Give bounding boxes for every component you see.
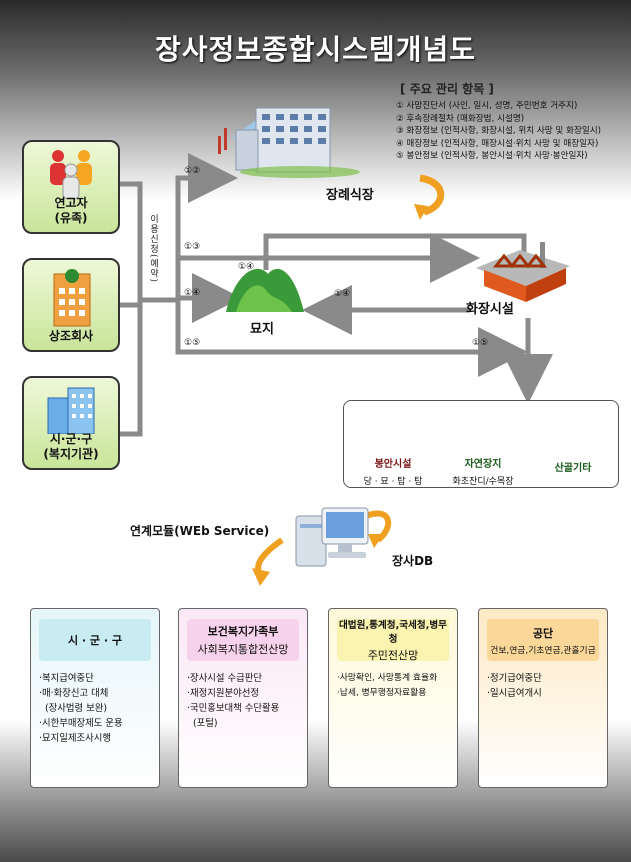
burial-natural-sub: 화초잔디/수목장: [452, 477, 514, 487]
cemetery-label: 묘지: [250, 322, 274, 337]
orange-arrow-hall: [419, 174, 445, 216]
org-items: ·복지급여중단 ·매·화장신고 대체 (장사법령 보완) ·시한부매장제도 운용…: [39, 671, 159, 746]
actor-family-line1: 연고자: [54, 196, 88, 210]
actor-family: 연고자 (유족): [22, 140, 120, 234]
crematorium-building: [476, 242, 570, 302]
org-box-welfare-ministry: 보건복지가족부 사회복지통합전산망 ·장사시설 수급판단 ·재정지원분야선정 ·…: [178, 608, 308, 788]
government-building-icon: [47, 387, 95, 434]
org-subtitle: 사회복지통합전산망: [197, 643, 289, 656]
actor-funeral-company-line1: 상조회사: [48, 329, 94, 343]
flow-label-hall: ①②: [184, 166, 201, 176]
org-item: ·일시급여개시: [487, 688, 542, 699]
funeral-hall-label: 장례식장: [326, 188, 374, 203]
org-item: ·매·화장신고 대체: [39, 688, 109, 699]
orange-arrow-head: [414, 204, 428, 220]
org-title: 공단: [532, 626, 554, 640]
burial-facilities-box: 봉안시설 당 · 묘 · 탑 · 탐 자연장지 화초잔디/수목장 산골기타: [343, 400, 619, 488]
org-items: ·사망확인, 사망통계 효율화 ·납세, 병무행정자료활용: [337, 671, 457, 701]
computer-icon: [295, 507, 369, 567]
org-item: ·국민홍보대책 수단활용: [187, 703, 280, 714]
company-building-icon: [53, 269, 91, 327]
org-subtitle: 주민전산망: [367, 649, 419, 662]
reservation-label: 이용신청(예약): [148, 214, 158, 284]
management-item: ③ 화장정보 (인적사항, 화장시설, 위치 사망 및 화장일시): [396, 126, 602, 137]
actor-local-gov-line2: (복지기관): [43, 447, 99, 461]
org-title: 시 · 군 · 구: [67, 634, 123, 647]
page-title: 장사정보종합시스템개념도: [154, 33, 477, 66]
arrow-to-hall: [175, 153, 238, 203]
org-item: ·납세, 병무행정자료활용: [337, 688, 427, 698]
family-people-icon: [50, 150, 92, 200]
cemetery-mountain: [226, 268, 304, 312]
management-item: ② 후속장례절차 (매화장법, 시설명): [396, 113, 525, 124]
arrow-loop: [263, 233, 527, 270]
flow-label-crem-to-cem: ①④: [334, 289, 351, 299]
org-item: ·장사시설 수급판단: [187, 673, 262, 684]
management-list: ① 사망진단서 (사인, 일시, 성명, 주민번호 거주지) ② 후속장례절차 …: [396, 100, 628, 163]
management-item: ④ 매장정보 (인적사항, 매장시설·위치 사망 및 매장일자): [396, 138, 599, 149]
org-head: 보건복지가족부 사회복지통합전산망: [187, 619, 299, 661]
system-db-label: 장사DB: [392, 554, 434, 568]
org-title: 보건복지가족부: [207, 625, 279, 638]
crematorium-label: 화장시설: [466, 302, 514, 317]
flow-label-burial-right: ①⑤: [472, 338, 489, 348]
org-head: 대법원,통계청,국세청,병무청 주민전산망: [337, 619, 449, 662]
management-item: ⑤ 봉안정보 (인적사항, 봉안시설·위치 사망·봉안일자): [396, 151, 588, 162]
burial-scatter: 산골기타: [530, 459, 616, 474]
org-title: 대법원,통계청,국세청,병무청: [338, 620, 448, 645]
org-items: ·장사시설 수급판단 ·재정지원분야선정 ·국민홍보대책 수단활용 (포털): [187, 671, 307, 731]
org-box-national-agencies: 대법원,통계청,국세청,병무청 주민전산망 ·사망확인, 사망통계 효율화 ·납…: [328, 608, 458, 788]
burial-natural-title: 자연장지: [464, 459, 502, 470]
arrow-to-burial: [175, 327, 528, 377]
org-head: 시 · 군 · 구: [39, 619, 151, 661]
org-item: ·시한부매장제도 운용: [39, 718, 123, 729]
org-item: (포털): [187, 718, 218, 729]
actor-funeral-company-label: 상조회사: [24, 329, 118, 344]
org-box-public-corporation: 공단 건보,연금,기초연금,관휼기금 ·정기급여중단 ·일시급여개시: [478, 608, 608, 788]
burial-natural: 자연장지 화초잔디/수목장: [440, 455, 526, 487]
connector-line: [120, 181, 143, 437]
org-items: ·정기급여중단 ·일시급여개시: [487, 671, 607, 701]
flow-label-crematorium: ①③: [184, 242, 201, 252]
management-item: ① 사망진단서 (사인, 일시, 성명, 주민번호 거주지): [396, 101, 578, 111]
org-item: ·사망확인, 사망통계 효율화: [337, 673, 438, 683]
org-item: ·재정지원분야선정: [187, 688, 259, 699]
org-item: (장사법령 보완): [39, 703, 108, 714]
org-subtitle: 건보,연금,기초연금,관휼기금: [490, 645, 596, 656]
actor-family-line2: (유족): [54, 211, 88, 225]
flow-label-cemetery-top: ①④: [238, 262, 255, 272]
org-item: ·복지급여중단: [39, 673, 94, 684]
burial-scatter-title: 산골기타: [554, 463, 592, 474]
actor-local-gov-line1: 시·군·구: [49, 432, 93, 446]
burial-enshrinement-title: 봉안시설: [374, 459, 412, 470]
actor-local-gov: 시·군·구 (복지기관): [22, 376, 120, 470]
link-module-label: 연계모듈(WEb Service): [130, 524, 270, 538]
burial-enshrinement: 봉안시설 당 · 묘 · 탑 · 탐: [350, 455, 436, 487]
org-item: ·묘지일제조사시행: [39, 733, 111, 744]
actor-family-label: 연고자 (유족): [24, 196, 118, 226]
org-head: 공단 건보,연금,기초연금,관휼기금: [487, 619, 599, 661]
funeral-hall-building: [218, 107, 360, 178]
management-heading: [ 주요 관리 항목 ]: [400, 82, 494, 96]
burial-enshrinement-sub: 당 · 묘 · 탑 · 탐: [363, 477, 423, 487]
actor-local-gov-label: 시·군·구 (복지기관): [24, 432, 118, 462]
flow-label-burial: ①⑤: [184, 338, 201, 348]
flow-label-cemetery: ①④: [184, 288, 201, 298]
org-box-local-gov: 시 · 군 · 구 ·복지급여중단 ·매·화장신고 대체 (장사법령 보완) ·…: [30, 608, 160, 788]
org-item: ·정기급여중단: [487, 673, 542, 684]
actor-funeral-company: 상조회사: [22, 258, 120, 352]
